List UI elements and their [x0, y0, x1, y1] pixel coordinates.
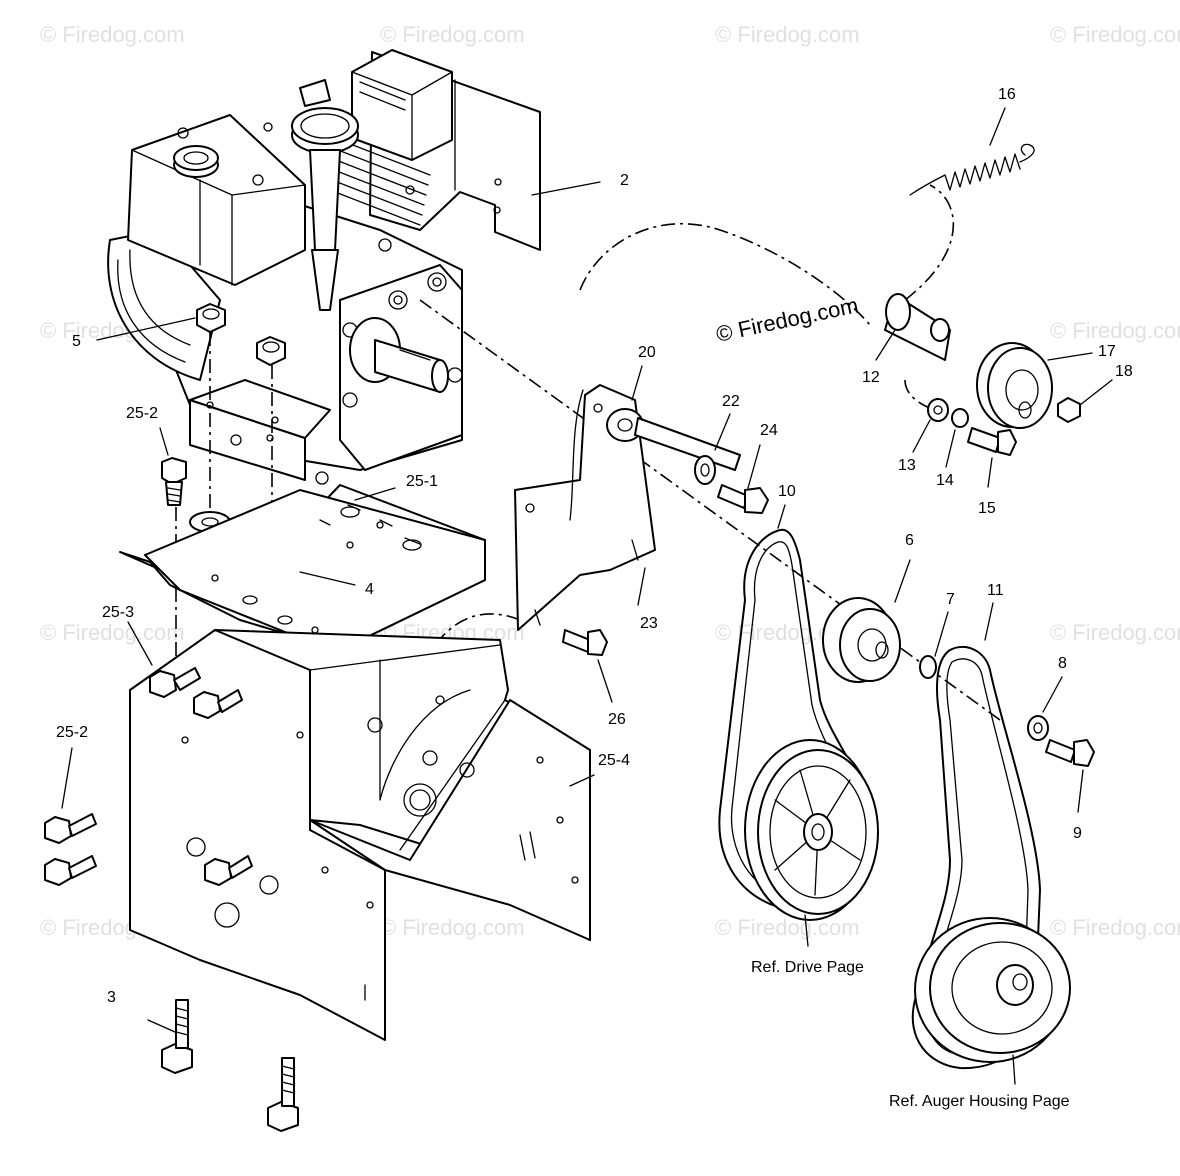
bolt-drawing [562, 629, 608, 656]
engine-mounting-plate-drawing [119, 484, 486, 651]
callout-15: 15 [978, 500, 996, 517]
callout-23: 23 [640, 615, 658, 632]
frame-housing-drawing [129, 629, 591, 1041]
callout-13: 13 [898, 457, 916, 474]
watermark: © Firedog.com [40, 22, 185, 47]
callout-2: 2 [620, 172, 629, 189]
bolt-drawing [161, 457, 187, 506]
callout-8: 8 [1058, 655, 1067, 672]
callout-26: 26 [608, 711, 626, 728]
ref-auger-housing-page-label: Ref. Auger Housing Page [889, 1093, 1070, 1110]
watermark: © Firedog.com [380, 915, 525, 940]
callout-17: 17 [1098, 343, 1116, 360]
watermark: © Firedog.com [1050, 22, 1180, 47]
callout-24: 24 [760, 422, 778, 439]
drive-belt-drawing [718, 528, 879, 921]
watermark: © Firedog.com [715, 915, 860, 940]
callout-4: 4 [365, 581, 374, 598]
callout-9: 9 [1073, 825, 1082, 842]
callout-7: 7 [946, 591, 955, 608]
hex-nut-drawing [196, 303, 286, 366]
callout-11: 11 [987, 582, 1004, 599]
callout-14: 14 [936, 472, 954, 489]
callout-25-4: 25-4 [598, 752, 630, 769]
callout-12: 12 [862, 369, 880, 386]
watermark: © Firedog.com [380, 22, 525, 47]
long-bolt-drawing [161, 999, 299, 1132]
reference-labels: Ref. Drive Page Ref. Auger Housing Page [751, 959, 1070, 1110]
idler-arm-drawing [606, 408, 741, 471]
bolt-drawing [149, 667, 243, 719]
idler-pulley-assembly-drawing [884, 293, 1081, 456]
callout-25-2-bottom: 25-2 [56, 724, 88, 741]
callout-25-2-top: 25-2 [126, 405, 158, 422]
callout-16: 16 [998, 86, 1016, 103]
engine-drawing [107, 49, 541, 485]
callout-10: 10 [778, 483, 796, 500]
engine-pulley-drawing [822, 597, 1095, 767]
watermark-main: © Firedog.com [714, 292, 861, 347]
watermark: © Firedog.com [1050, 915, 1180, 940]
callout-25-1: 25-1 [406, 473, 438, 490]
washer-bolt-drawing [694, 455, 769, 514]
watermark: © Firedog.com [1050, 620, 1180, 645]
callout-22: 22 [722, 393, 740, 410]
auger-belt-drawing [911, 645, 1071, 1070]
watermark: © Firedog.com [1050, 318, 1180, 343]
callout-20: 20 [638, 344, 656, 361]
callout-6: 6 [905, 532, 914, 549]
callout-labels: 2 5 25-2 25-1 4 25-3 25-2 25-4 3 20 22 2… [56, 86, 1133, 1006]
ref-drive-page-label: Ref. Drive Page [751, 959, 864, 976]
spring-drawing [909, 143, 1035, 196]
watermark: © Firedog.com [40, 620, 185, 645]
callout-3: 3 [107, 989, 116, 1006]
callout-25-3: 25-3 [102, 604, 134, 621]
leader-lines [61, 107, 1113, 1085]
callout-18: 18 [1115, 363, 1133, 380]
callout-5: 5 [72, 333, 81, 350]
idler-bracket-drawing [514, 384, 656, 631]
bolt-drawing [44, 813, 253, 886]
watermark: © Firedog.com [715, 22, 860, 47]
